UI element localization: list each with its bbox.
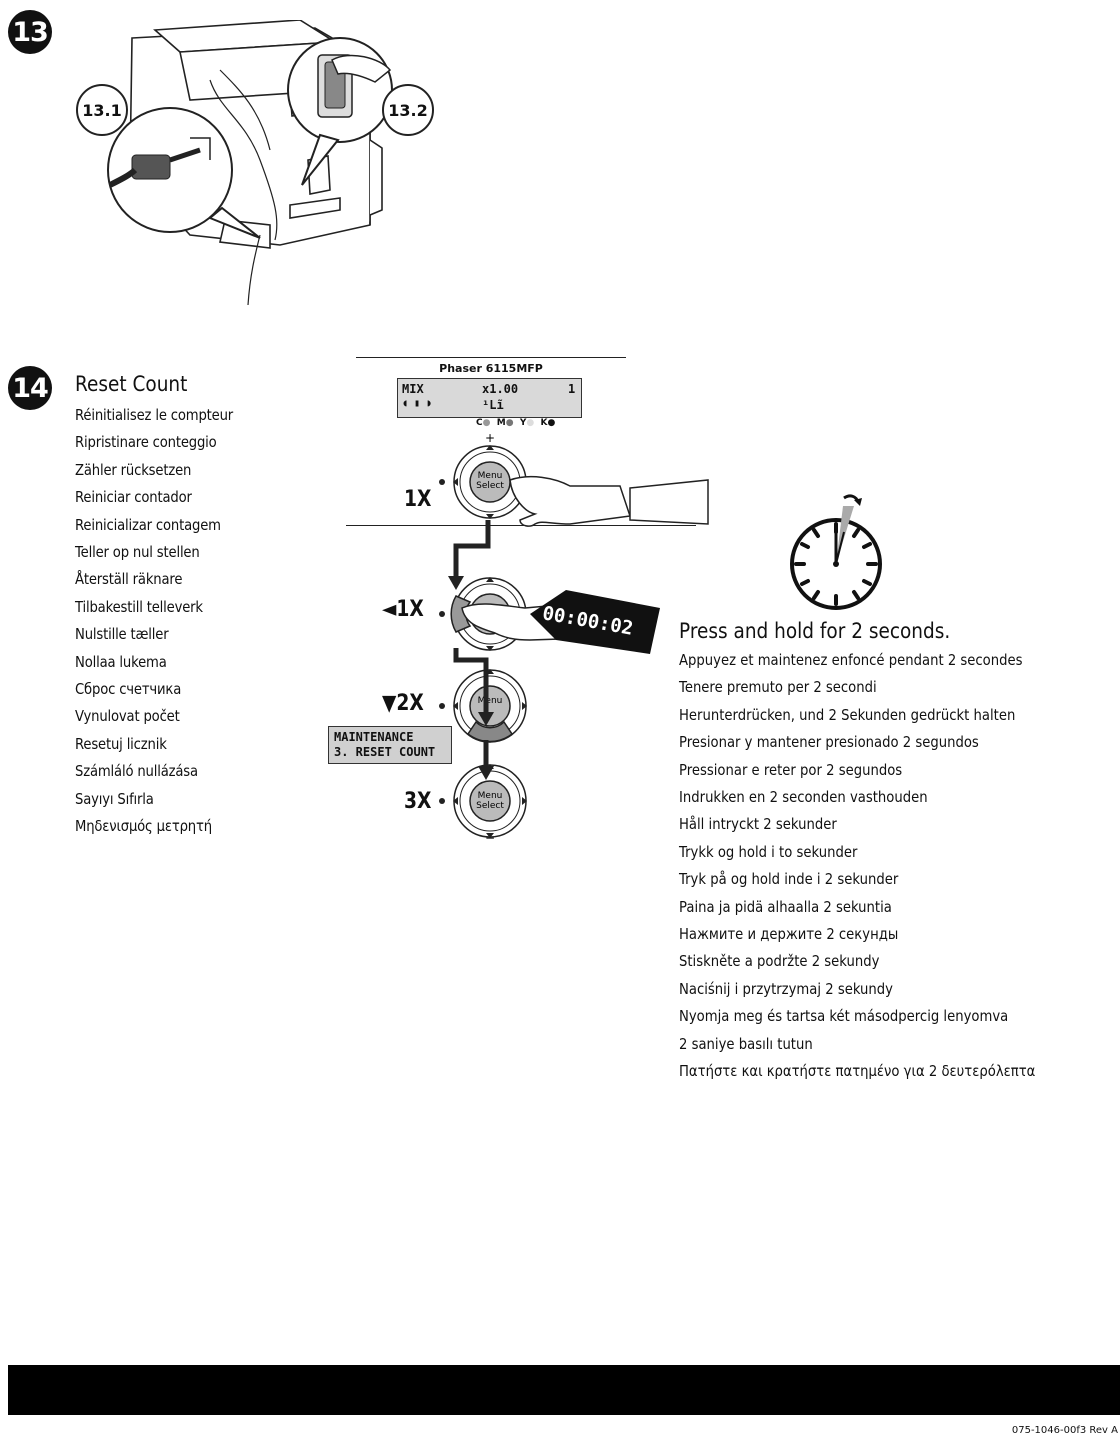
hold-translation-line: Herunterdrücken, und 2 Sekunden gedrückt…	[679, 705, 1016, 724]
pad1-menu-label: Menu	[478, 471, 503, 481]
lcd-mode: MIX	[402, 382, 424, 396]
clock-icon	[790, 494, 882, 610]
callout-power-switch: 13.2	[382, 84, 434, 136]
svg-text:Menu: Menu	[478, 791, 503, 801]
hold-translation-line: Tryk på og hold inde i 2 sekunder	[679, 870, 899, 889]
panel-middle-rule	[346, 525, 696, 526]
lcd-line2: ¹Lĩ	[482, 398, 504, 412]
translation-line: Nulstille tæller	[75, 625, 169, 644]
hold-translation-line: Appuyez et maintenez enfoncé pendant 2 s…	[679, 651, 1023, 669]
hold-translation-line: 2 saniye basılı tutun	[679, 1034, 813, 1053]
lcd-display: MIX x1.00 1 ◖ ▮ ◗ ¹Lĩ	[397, 378, 582, 418]
translation-line: Vynulovat počet	[75, 707, 180, 726]
press-count-2: ◄1X	[382, 597, 424, 622]
toner-label-k: K	[540, 418, 548, 428]
hold-translations: Appuyez et maintenez enfoncé pendant 2 s…	[679, 647, 1035, 1086]
toner-label-c: C	[476, 418, 483, 428]
button-sequence-illustration: Menu Select + Select Menu Menu Select −	[439, 431, 709, 845]
panel-top-rule	[356, 357, 626, 358]
document-number: 075-1046-00f3 Rev A	[1011, 1425, 1118, 1436]
pad1-select-label: Select	[476, 481, 504, 491]
hold-title: Press and hold for 2 seconds.	[679, 619, 951, 643]
svg-text:Select: Select	[476, 801, 504, 811]
lcd-toner-icons: ◖ ▮ ◗	[402, 398, 433, 409]
svg-text:Menu: Menu	[478, 696, 503, 706]
toner-indicators: C● M● Y● K●	[476, 418, 556, 428]
maintenance-line-2: 3. RESET COUNT	[334, 745, 436, 759]
step-14-badge: 14	[8, 366, 52, 410]
hold-translation-line: Nyomja meg és tartsa két másodpercig len…	[679, 1007, 1009, 1026]
translation-line: Ripristinare conteggio	[75, 433, 217, 452]
press-count-1: 1X	[404, 487, 432, 512]
translation-line: Μηδενισμός μετρητή	[75, 817, 212, 836]
translation-line: Resetuj licznik	[75, 734, 167, 753]
translation-line: Réinitialisez le compteur	[75, 406, 234, 424]
footer-bar	[8, 1365, 1120, 1415]
translation-line: Tilbakestill telleverk	[75, 597, 203, 616]
hold-translation-line: Stiskněte a podržte 2 sekundy	[679, 952, 880, 971]
lcd-copies: 1	[568, 382, 576, 396]
step-14-translations: Réinitialisez le compteur Ripristinare c…	[75, 402, 233, 841]
callout-power-cord: 13.1	[76, 84, 128, 136]
hold-translation-line: Pressionar e reter por 2 segundos	[679, 760, 903, 779]
press-count-3: ▼2X	[382, 691, 424, 716]
toner-label-y: Y	[519, 418, 527, 428]
hold-translation-line: Naciśnij i przytrzymaj 2 sekundy	[679, 979, 893, 998]
translation-line: Számláló nullázása	[75, 762, 198, 781]
translation-line: Teller op nul stellen	[75, 543, 200, 562]
translation-line: Reinicializar contagem	[75, 515, 221, 534]
translation-line: Nollaa lukema	[75, 652, 167, 671]
lcd-zoom: x1.00	[482, 382, 519, 396]
translation-line: Сброс счетчика	[75, 680, 182, 699]
hold-translation-line: Tenere premuto per 2 secondi	[679, 678, 877, 697]
hold-translation-line: Presionar y mantener presionado 2 segund…	[679, 733, 979, 752]
hold-translation-line: Indrukken en 2 seconden vasthouden	[679, 788, 928, 807]
translation-line: Sayıyı Sıfırla	[75, 789, 154, 808]
hold-translation-line: Håll intryckt 2 sekunder	[679, 815, 837, 834]
hold-translation-line: Paina ja pidä alhaalla 2 sekuntia	[679, 897, 892, 916]
translation-line: Reiniciar contador	[75, 488, 192, 507]
maintenance-lcd: MAINTENANCE 3. RESET COUNT	[328, 726, 452, 764]
toner-label-m: M	[496, 418, 506, 428]
press-count-4: 3X	[404, 789, 432, 814]
printer-rear-illustration	[107, 20, 393, 305]
hold-translation-line: Πατήστε και κρατήστε πατημένο για 2 δευτ…	[679, 1062, 1036, 1081]
step-13-badge: 13	[8, 10, 52, 54]
hold-translation-line: Trykk og hold i to sekunder	[679, 842, 858, 861]
printer-model-label: Phaser 6115MFP	[439, 362, 543, 375]
hold-translation-line: Нажмите и держите 2 секунды	[679, 925, 899, 944]
step-14-title: Reset Count	[75, 372, 188, 396]
svg-text:+: +	[485, 431, 495, 445]
translation-line: Zähler rücksetzen	[75, 460, 192, 479]
translation-line: Återställ räknare	[75, 570, 183, 589]
maintenance-line-1: MAINTENANCE	[334, 730, 414, 744]
svg-text:−: −	[485, 831, 495, 845]
